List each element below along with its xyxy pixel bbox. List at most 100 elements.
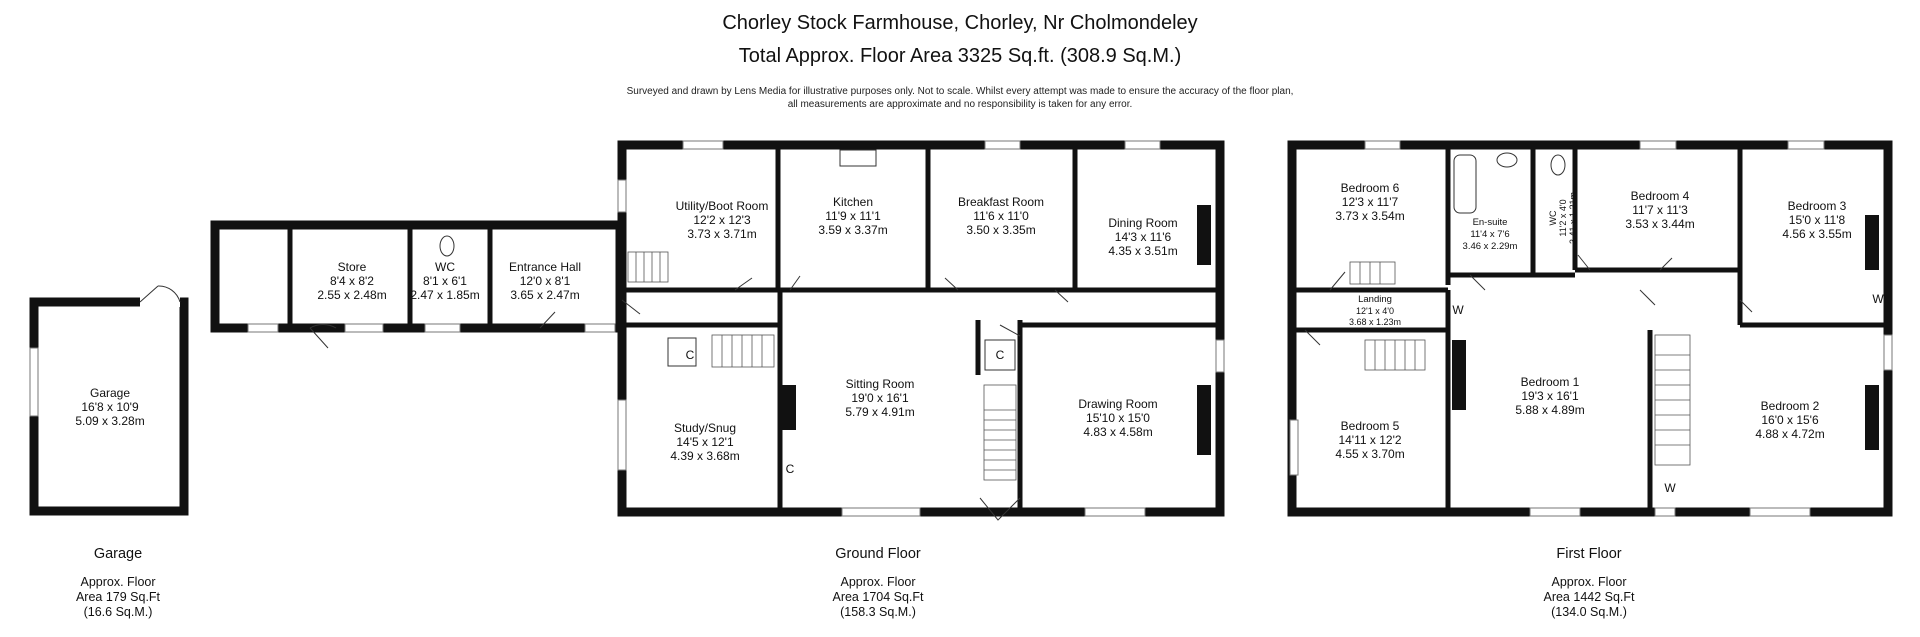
breakfast-imperial: 11'6 x 11'0 (973, 209, 1029, 223)
wc-first-name: WC (1548, 210, 1558, 225)
total-floor-area: Total Approx. Floor Area 3325 Sq.ft. (30… (738, 45, 1182, 67)
cupboard-marker-1: C (686, 348, 695, 362)
room-labels: Garage 16'8 x 10'9 5.09 x 3.28m Store 8'… (75, 181, 1884, 495)
bedroom2-metric: 4.88 x 4.72m (1755, 427, 1824, 441)
breakfast-metric: 3.50 x 3.35m (966, 223, 1035, 237)
first-outer-walls (1287, 140, 1893, 517)
window-store (247, 323, 279, 333)
first-floor-plan (1287, 140, 1893, 517)
wc-ground-name: WC (435, 260, 455, 274)
wc-first-metric: 3.41 x 1.21m (1568, 192, 1578, 244)
bedroom6-metric: 3.73 x 3.54m (1335, 209, 1404, 223)
bedroom5-metric: 4.55 x 3.70m (1335, 447, 1404, 461)
cupboard-box-2 (984, 339, 1016, 371)
bedroom1-metric: 5.88 x 4.89m (1515, 403, 1584, 417)
sitting-metric: 5.79 x 4.91m (845, 405, 914, 419)
bedroom1-name: Bedroom 1 (1521, 375, 1580, 389)
chimney-bed3 (1865, 215, 1879, 270)
window-bed3 (1787, 140, 1825, 150)
utility-metric: 3.73 x 3.71m (687, 227, 756, 241)
window-bed1 (1529, 507, 1581, 517)
wc-ground-imperial: 8'1 x 6'1 (423, 274, 467, 288)
bedroom3-name: Bedroom 3 (1788, 199, 1847, 213)
first-caption-line3: (134.0 Sq.M.) (1551, 605, 1627, 619)
ground-caption-title: Ground Floor (835, 546, 921, 562)
wc-ground-metric: 2.47 x 1.85m (410, 288, 479, 302)
drawing-metric: 4.83 x 4.58m (1083, 425, 1152, 439)
garage-window (29, 347, 39, 417)
ground-caption: Approx. Floor Area 1704 Sq.Ft (158.3 Sq.… (778, 575, 978, 620)
window-utility (682, 140, 724, 150)
doors-ground (309, 275, 1069, 521)
bedroom4-imperial: 11'7 x 11'3 (1632, 203, 1688, 217)
kitchen-name: Kitchen (833, 195, 873, 209)
kitchen-sink (839, 149, 877, 167)
window-hall (424, 323, 461, 333)
garage-imperial: 16'8 x 10'9 (81, 400, 139, 414)
wc-toilet (439, 235, 455, 257)
dining-name: Dining Room (1108, 216, 1177, 230)
landing-metric: 3.68 x 1.23m (1349, 317, 1401, 327)
drawing-name: Drawing Room (1078, 397, 1157, 411)
window-hall-2 (584, 323, 616, 333)
wc-first-imperial: 11'2 x 4'0 (1558, 199, 1568, 236)
ground-caption-line3: (158.3 Sq.M.) (840, 605, 916, 619)
bedroom2-imperial: 16'0 x 15'6 (1761, 413, 1819, 427)
first-caption: Approx. Floor Area 1442 Sq.Ft (134.0 Sq.… (1489, 575, 1689, 620)
study-metric: 4.39 x 3.68m (670, 449, 739, 463)
cupboard-box-1 (667, 337, 697, 367)
store-name: Store (338, 260, 367, 274)
entrance-hall-metric: 3.65 x 2.47m (510, 288, 579, 302)
entrance-hall-imperial: 12'0 x 8'1 (520, 274, 571, 288)
garage-door (139, 285, 181, 303)
dining-imperial: 14'3 x 11'6 (1115, 230, 1172, 244)
ensuite-imperial: 11'4 x 7'6 (1470, 229, 1509, 240)
bedroom4-metric: 3.53 x 3.44m (1625, 217, 1694, 231)
bedroom6-imperial: 12'3 x 11'7 (1342, 195, 1399, 209)
store-imperial: 8'4 x 8'2 (330, 274, 374, 288)
ensuite-basin (1496, 152, 1518, 168)
window-study (617, 399, 627, 471)
garage-name: Garage (90, 386, 130, 400)
stairs-first (1349, 261, 1691, 466)
drawing-imperial: 15'10 x 15'0 (1086, 411, 1150, 425)
bedroom4-name: Bedroom 4 (1631, 189, 1690, 203)
garage-plan (29, 285, 189, 516)
garage-caption-title: Garage (93, 546, 143, 562)
chimney-sitting (782, 385, 796, 430)
window-utility-side (617, 179, 627, 213)
chimney-bed1 (1452, 340, 1466, 410)
landing-name: Landing (1358, 294, 1392, 305)
ground-floor-plan (210, 140, 1225, 521)
window-breakfast (984, 140, 1021, 150)
window-bed4 (1639, 140, 1677, 150)
dining-metric: 4.35 x 3.51m (1108, 244, 1177, 258)
window-wardrobe (1654, 507, 1676, 517)
garage-caption: Approx. Floor Area 179 Sq.Ft (16.6 Sq.M.… (18, 575, 218, 620)
bath (1453, 154, 1477, 214)
window-drawing-side (1215, 339, 1225, 373)
bedroom3-imperial: 15'0 x 11'8 (1789, 213, 1846, 227)
sitting-imperial: 19'0 x 16'1 (851, 391, 909, 405)
study-name: Study/Snug (674, 421, 736, 435)
kitchen-imperial: 11'9 x 11'1 (825, 209, 881, 223)
plan-title: Chorley Stock Farmhouse, Chorley, Nr Cho… (722, 12, 1198, 34)
window-drawing (1084, 507, 1146, 517)
window-bed6 (1364, 140, 1401, 150)
window-dining (1124, 140, 1161, 150)
disclaimer-line-2: all measurements are approximate and no … (787, 99, 1133, 110)
bedroom6-name: Bedroom 6 (1341, 181, 1400, 195)
window-sitting (841, 507, 921, 517)
garage-metric: 5.09 x 3.28m (75, 414, 144, 428)
first-caption-title: First Floor (1556, 546, 1622, 562)
study-imperial: 14'5 x 12'1 (676, 435, 734, 449)
breakfast-name: Breakfast Room (958, 195, 1044, 209)
utility-name: Utility/Boot Room (676, 199, 769, 213)
sitting-name: Sitting Room (846, 377, 915, 391)
wardrobe-marker-1: W (1872, 292, 1884, 306)
ensuite-name: En-suite (1473, 217, 1508, 228)
disclaimer: Surveyed and drawn by Lens Media for ill… (0, 85, 1920, 111)
first-caption-line1: Approx. Floor (1551, 575, 1627, 589)
landing-imperial: 12'1 x 4'0 (1356, 306, 1394, 316)
